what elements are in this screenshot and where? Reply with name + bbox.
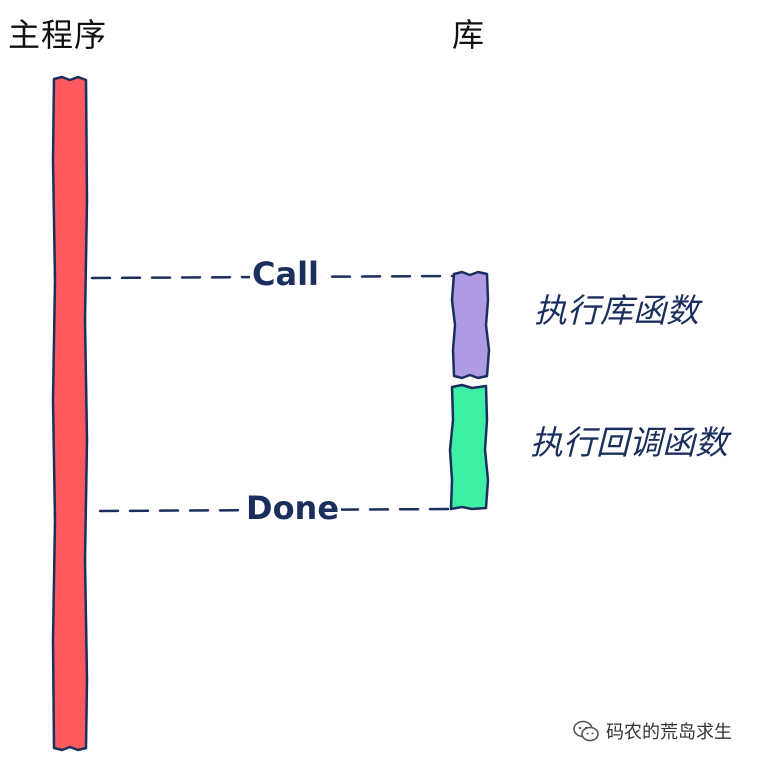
watermark: 码农的荒岛求生: [572, 718, 732, 744]
wechat-icon: [573, 720, 599, 742]
main-program-title: 主程序: [8, 16, 108, 54]
library-function-block: [450, 270, 491, 380]
done-label: Done: [244, 489, 342, 527]
call-label: Call: [250, 255, 322, 293]
callback-function-note: 执行回调函数: [530, 423, 728, 462]
watermark-text: 码农的荒岛求生: [606, 722, 732, 743]
main-program-bar: [51, 75, 89, 752]
callback-function-block: [448, 383, 490, 511]
library-function-note: 执行库函数: [534, 291, 699, 330]
library-title: 库: [452, 16, 485, 54]
